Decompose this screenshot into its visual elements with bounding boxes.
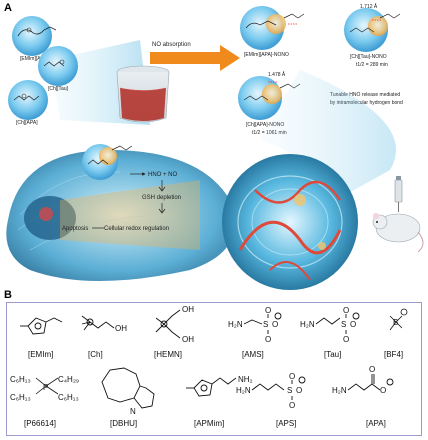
o-label-apa-1: O bbox=[369, 365, 375, 374]
panel-b-frame bbox=[6, 302, 422, 436]
arrow-redox-head-icon bbox=[158, 208, 166, 214]
tissue-orb bbox=[222, 154, 358, 290]
h2n-label-apa: H₂N bbox=[332, 386, 347, 395]
o-label-ams-2: O bbox=[265, 335, 271, 344]
structure-p66614 bbox=[35, 377, 59, 395]
mech-release: HNO + NO bbox=[148, 172, 178, 178]
o-label-tau-3: O bbox=[350, 320, 356, 329]
label-apa: [APA] bbox=[366, 419, 386, 428]
oh-label-ch: OH bbox=[115, 324, 127, 333]
cell-illustration bbox=[6, 150, 235, 281]
label-bf4: [BF4] bbox=[384, 350, 403, 359]
p-label: P bbox=[43, 383, 48, 392]
structure-emim bbox=[20, 317, 63, 335]
absorption-arrow-icon bbox=[150, 45, 240, 71]
o-label-aps-1: O bbox=[289, 372, 295, 381]
bubble-label-emim-apa: [EMIm][APA] bbox=[20, 56, 49, 62]
oh-label-hemn-1: OH bbox=[182, 305, 194, 314]
s-label-tau: S bbox=[341, 320, 346, 329]
h2n-label-tau: H₂N bbox=[300, 320, 315, 329]
arrow-gsh-head-icon bbox=[158, 186, 166, 192]
bond-length-0: 1.712 Å bbox=[360, 3, 378, 10]
cell-bubble bbox=[82, 144, 133, 180]
c6h13-label-3: C₆H₁₃ bbox=[58, 393, 79, 402]
structure-aps bbox=[251, 376, 306, 400]
mech-gsh: GSH depletion bbox=[142, 195, 181, 201]
product-emim-apa-nono bbox=[240, 6, 305, 50]
structure-bf4 bbox=[389, 308, 408, 331]
h2n-label-ams: H₂N bbox=[228, 320, 243, 329]
nh2-label-apmim: NH₂ bbox=[238, 375, 253, 384]
o-label-aps-2: O bbox=[289, 401, 295, 410]
c6h13-label-2: C₆H₁₃ bbox=[10, 393, 31, 402]
c4h29-label: C₄H₂₉ bbox=[58, 375, 79, 384]
o-label-apa-2: O bbox=[380, 386, 386, 395]
label-hemn: [HEMN] bbox=[154, 350, 182, 359]
bond-length-1: 1.478 Å bbox=[268, 71, 286, 78]
product-ch-tau-nono bbox=[344, 8, 401, 52]
syringe-icon bbox=[394, 176, 403, 212]
product-label-2: [Ch][APA]-NONO bbox=[246, 122, 284, 128]
o-label-tau-2: O bbox=[343, 335, 349, 344]
structure-ch bbox=[81, 315, 115, 331]
structure-apmim bbox=[186, 377, 237, 397]
o-label-ams-3: O bbox=[272, 320, 278, 329]
bubble-ch-apa bbox=[8, 80, 48, 120]
o-label-ams-1: O bbox=[265, 306, 271, 315]
mech-apoptosis: Apoptosis bbox=[62, 226, 88, 232]
label-tau: [Tau] bbox=[324, 350, 341, 359]
structure-ams bbox=[243, 312, 282, 334]
product-label-0: [EMIm][APA]-NONO bbox=[244, 52, 289, 58]
mech-redox: Cellular redox regulation bbox=[104, 226, 169, 232]
panel-b-letter: B bbox=[4, 289, 12, 301]
oh-label-hemn-2: OH bbox=[182, 335, 194, 344]
panel-a-letter: A bbox=[4, 2, 12, 14]
structure-hemn bbox=[155, 309, 181, 339]
label-emim: [EMIm] bbox=[28, 350, 53, 359]
h2n-label-aps: H₂N bbox=[236, 386, 251, 395]
no-absorption-label: NO absorption bbox=[152, 42, 191, 48]
cone-right bbox=[260, 70, 396, 220]
bubble-label-ch-tau: [Ch][Tau] bbox=[48, 86, 69, 92]
structure-dbhu bbox=[101, 367, 155, 409]
panel-b-structures: OH OH OH H₂N S O O O H₂N S O O O B [EMIm… bbox=[10, 305, 408, 428]
halflife-0: t1/2 = 289 min bbox=[356, 62, 388, 68]
mouse-icon bbox=[372, 213, 424, 253]
label-apmim: [APMim] bbox=[194, 419, 224, 428]
b-label-bf4: B bbox=[393, 318, 398, 327]
bubble-emim-apa bbox=[12, 16, 57, 56]
tunable-text-line1: Tunable HNO release mediated bbox=[330, 92, 400, 98]
c6h13-label-1: C₆H₁₃ bbox=[10, 375, 31, 384]
s-label-ams: S bbox=[263, 320, 268, 329]
label-p66614: [P66614] bbox=[24, 419, 56, 428]
label-ch: [Ch] bbox=[88, 350, 103, 359]
s-label-aps: S bbox=[287, 386, 292, 395]
tunable-text-line2: by intramolecular hydrogen bond bbox=[330, 100, 403, 106]
bubble-label-ch-apa: [Ch][APA] bbox=[16, 120, 38, 126]
structure-tau bbox=[315, 312, 360, 334]
label-ams: [AMS] bbox=[242, 350, 264, 359]
label-dbhu: [DBHU] bbox=[110, 419, 137, 428]
label-aps: [APS] bbox=[276, 419, 296, 428]
o-label-aps-3: O bbox=[296, 386, 302, 395]
nh-label-dbhu: N bbox=[130, 407, 136, 416]
panel-a-figure: [EMIm][APA] [Ch][Tau] [Ch][APA] NO absor… bbox=[6, 3, 424, 290]
structure-apa bbox=[347, 374, 394, 391]
beaker-icon bbox=[116, 65, 170, 123]
bubble-ch-tau bbox=[38, 46, 78, 86]
o-label-tau-1: O bbox=[343, 306, 349, 315]
product-label-1: [Ch][Tau]-NONO bbox=[350, 54, 387, 60]
